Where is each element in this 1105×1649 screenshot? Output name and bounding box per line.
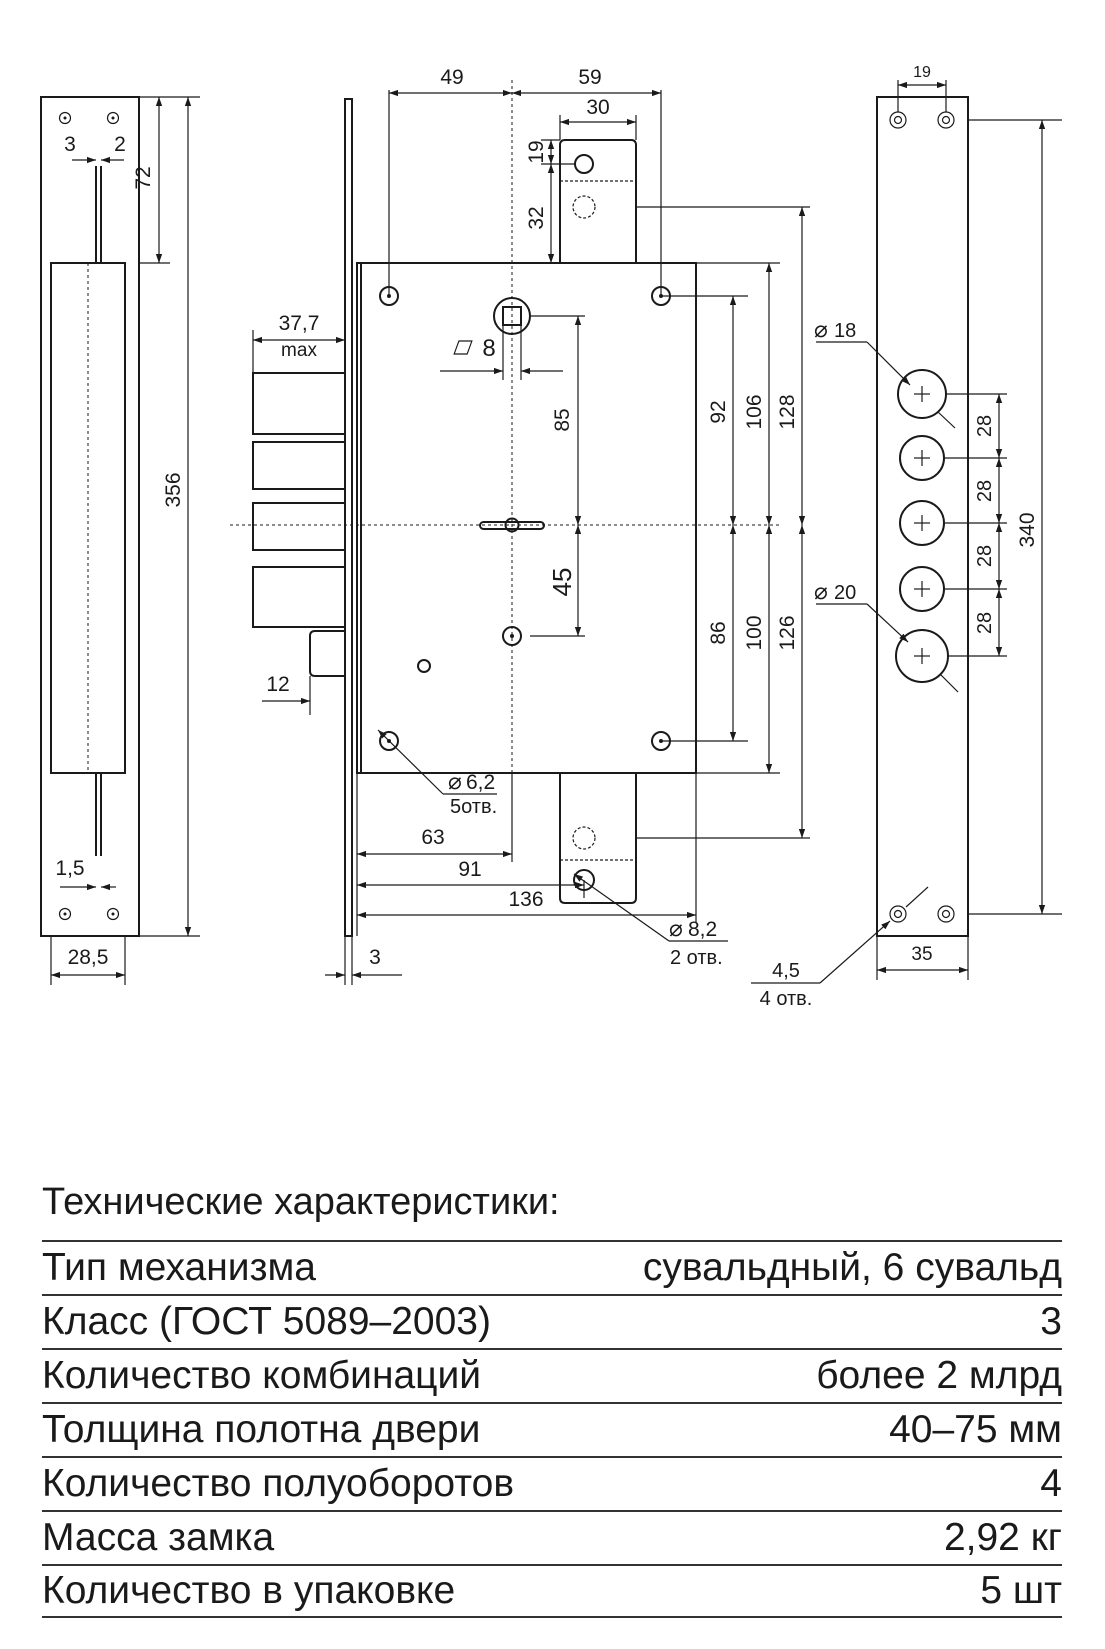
left-plate-hole <box>106 111 120 125</box>
dim-label: max <box>281 340 317 361</box>
lock-mount-hole <box>502 626 522 646</box>
dim-label: 91 <box>458 858 481 881</box>
dim-label: 136 <box>508 888 543 911</box>
spec-value: более 2 млрд <box>816 1354 1062 1397</box>
spec-value: 4 <box>1040 1462 1062 1505</box>
dim-label: 126 <box>776 615 799 650</box>
dim-label: 340 <box>1016 512 1039 547</box>
dim-label: 63 <box>421 826 444 849</box>
dim-label: 30 <box>586 96 609 119</box>
spec-value: 3 <box>1040 1300 1062 1343</box>
right-plate-hole <box>937 111 955 129</box>
spec-label: Количество комбинаций <box>42 1354 482 1397</box>
right-plate-hole <box>889 111 907 129</box>
bolt-hole-count: 2 отв. <box>670 947 723 969</box>
dim-label: 8 <box>482 335 495 362</box>
bolt-hole-diameter-symbol: ⌀ <box>669 915 683 941</box>
spec-row: Количество комбинаций более 2 млрд <box>42 1348 1062 1402</box>
dim-label: 3 <box>369 946 381 969</box>
dim-label: 1,5 <box>55 857 84 880</box>
dim-label: 28,5 <box>68 946 109 969</box>
spec-row: Тип механизма сувальдный, 6 сувальд <box>42 1240 1062 1294</box>
small-hole-count: 4 отв. <box>760 988 813 1010</box>
spec-value: 5 шт <box>980 1569 1062 1612</box>
spec-row: Количество в упаковке 5 шт <box>42 1564 1062 1618</box>
spec-label: Толщина полотна двери <box>42 1408 481 1451</box>
right-plate-hole <box>937 905 955 923</box>
dim-label: 28 <box>974 612 996 634</box>
dim-label: 19 <box>913 64 931 81</box>
dim-label: 28 <box>974 415 996 437</box>
dim-label: 85 <box>551 408 574 431</box>
dim-label: 35 <box>911 944 932 965</box>
specs-title: Технические характеристики: <box>42 1181 560 1223</box>
keyhole <box>479 517 545 533</box>
lock-body: 49 59 30 19 32 37,7 max 8 85 45 12 9 <box>230 66 810 985</box>
specs-table: Тип механизма сувальдный, 6 сувальд Клас… <box>42 1240 1062 1618</box>
bolt-hole-diameter: 8,2 <box>688 918 717 941</box>
d18-diameter-symbol: ⌀ <box>814 316 828 342</box>
spec-label: Количество в упаковке <box>42 1569 456 1612</box>
dim-label: 37,7 <box>279 312 320 335</box>
bolt-opening <box>897 369 947 419</box>
spec-value: 2,92 кг <box>943 1516 1062 1559</box>
dim-label: 32 <box>525 206 548 229</box>
left-plate-hole <box>106 907 120 921</box>
bolt-opening <box>899 435 945 481</box>
d20-label: 20 <box>834 582 856 604</box>
small-hole-diameter: 4,5 <box>772 960 800 982</box>
spec-label: Количество полуоборотов <box>42 1462 515 1505</box>
left-plate-hole <box>58 111 72 125</box>
dim-label: 45 <box>547 568 577 597</box>
spec-row: Класс (ГОСТ 5089–2003) 3 <box>42 1294 1062 1348</box>
left-strike-plate: 3 2 72 356 1,5 28,5 <box>40 96 200 985</box>
dim-label: 128 <box>776 394 799 429</box>
dim-label: 72 <box>132 166 155 189</box>
spec-row: Толщина полотна двери 40–75 мм <box>42 1402 1062 1456</box>
right-plate-hole <box>889 905 907 923</box>
spec-row: Количество полуоборотов 4 <box>42 1456 1062 1510</box>
right-strike-plate: 19 28 28 28 28 340 35 ⌀ 18 ⌀ 20 4,5 <box>751 64 1062 1010</box>
dim-label: 92 <box>707 400 730 423</box>
spec-label: Тип механизма <box>42 1246 316 1289</box>
mount-hole-count: 5отв. <box>450 796 497 818</box>
dim-label: 3 <box>64 133 76 156</box>
dim-label: 19 <box>525 140 548 163</box>
d20-diameter-symbol: ⌀ <box>814 578 828 604</box>
bolt-opening <box>899 566 945 612</box>
dim-label: 12 <box>266 673 289 696</box>
spec-label: Масса замка <box>42 1516 275 1559</box>
bolt-opening <box>899 500 945 546</box>
spec-row: Масса замка 2,92 кг <box>42 1510 1062 1564</box>
mount-hole-diameter: 6,2 <box>466 771 495 794</box>
lock-technical-drawing: 3 2 72 356 1,5 28,5 <box>40 64 1062 1010</box>
dim-label: 28 <box>974 480 996 502</box>
spec-value: 40–75 мм <box>889 1408 1062 1451</box>
dim-label: 59 <box>578 66 601 89</box>
d18-label: 18 <box>834 320 856 342</box>
spec-label: Класс (ГОСТ 5089–2003) <box>42 1300 491 1343</box>
dim-label: 49 <box>440 66 463 89</box>
dim-label: 356 <box>162 472 185 507</box>
dim-label: 2 <box>114 133 126 156</box>
specs-section: Технические характеристики: Тип механизм… <box>42 1178 1062 1618</box>
spec-value: сувальдный, 6 сувальд <box>642 1246 1062 1289</box>
left-plate-hole <box>58 907 72 921</box>
dim-label: 86 <box>707 621 730 644</box>
dim-label: 28 <box>974 545 996 567</box>
dim-label: 100 <box>743 615 766 650</box>
mount-hole-diameter-symbol: ⌀ <box>448 768 462 794</box>
dim-label: 106 <box>743 394 766 429</box>
